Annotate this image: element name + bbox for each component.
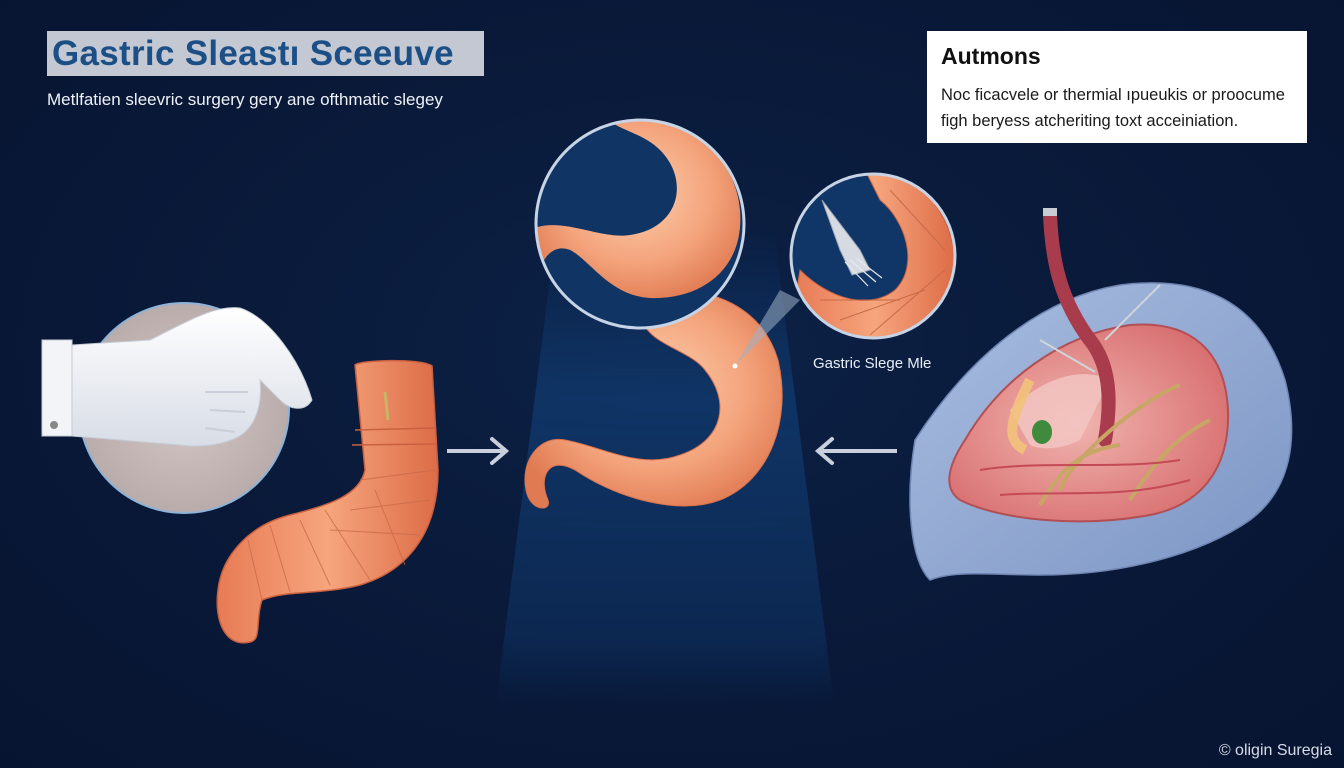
notes-line-1: Noc ficacvele or thermial ıpueukis or pr…: [941, 86, 1285, 104]
copyright-text: © oligin Suregia: [1218, 742, 1332, 759]
arrow-right-icon: [447, 437, 510, 465]
notes-line-2: figh beryess atcheriting toxt acceiniati…: [941, 112, 1239, 130]
cuff: [41, 339, 73, 437]
callout-label: Gastric Slege Mle: [813, 355, 932, 372]
page-title: Gastric Sleastı Sceeuve: [52, 33, 454, 73]
segmented-stomach-illustration: [216, 359, 439, 644]
open-surgery-illustration: [909, 208, 1293, 581]
notes-title: Autmons: [941, 43, 1041, 69]
notes-box: Autmons Noc ficacvele or thermial ıpueuk…: [927, 31, 1307, 143]
arrow-left-icon: [814, 437, 897, 465]
central-stomach-illustration: [524, 118, 800, 509]
title-banner: Gastric Sleastı Sceeuve: [47, 31, 484, 76]
stapler-detail-magnifier: [789, 172, 957, 340]
notes-body: Noc ficacvele or thermial ıpueukis or pr…: [941, 82, 1293, 134]
page-subtitle: Metlfatien sleevric surgery gery ane oft…: [47, 90, 443, 109]
gloved-hand-illustration: [41, 302, 313, 514]
